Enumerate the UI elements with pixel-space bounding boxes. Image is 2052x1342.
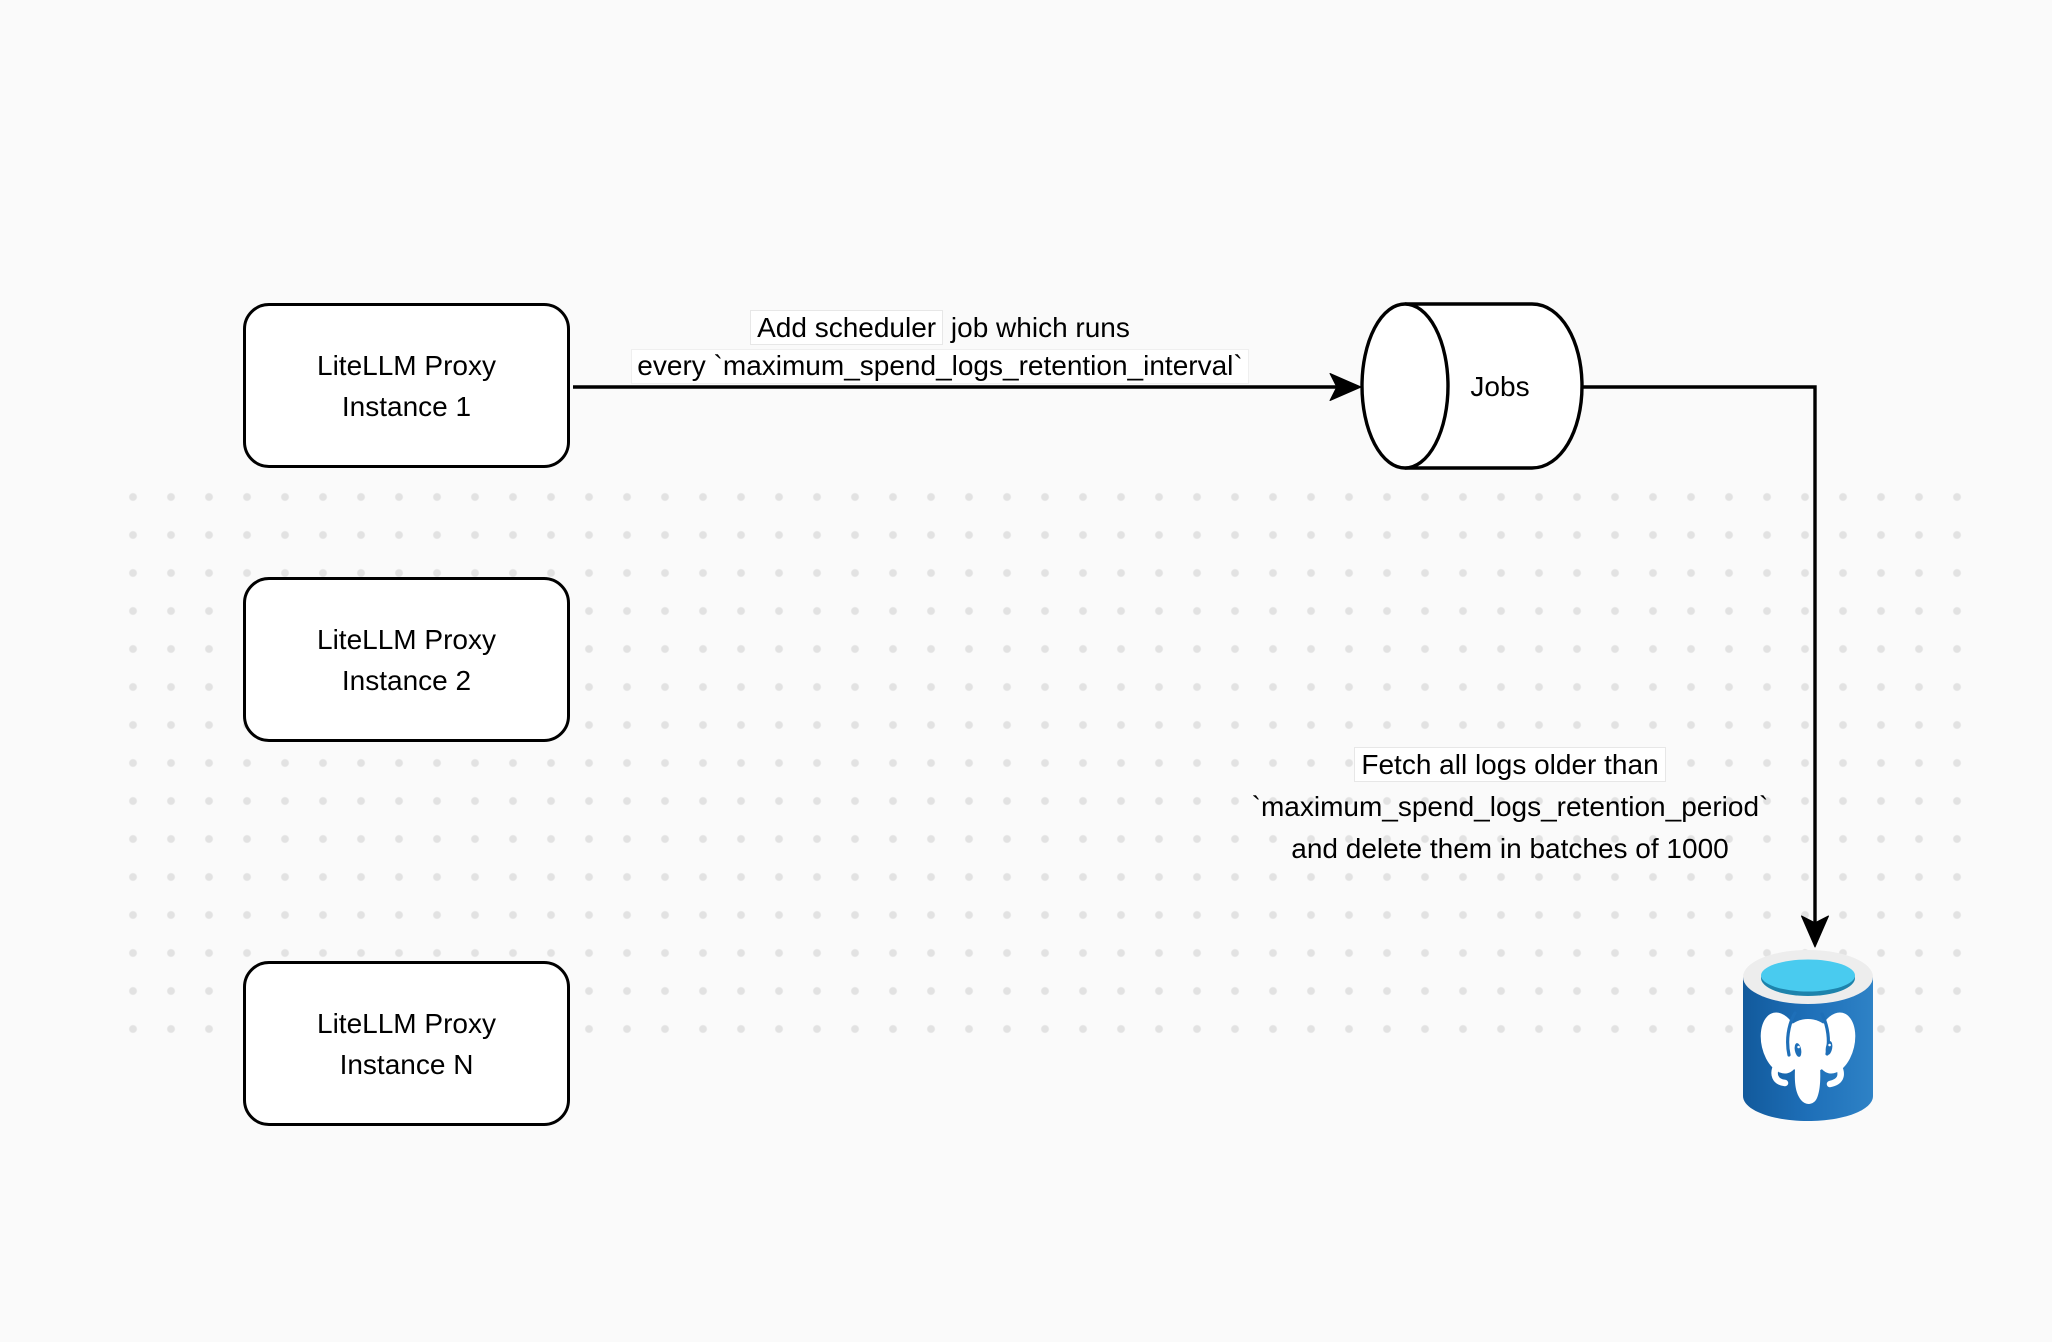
edge-label-scheduler: Add scheduler job which runs every `maxi…: [560, 309, 1320, 385]
edge-label-fetch-line1: Fetch all logs older than: [1160, 744, 1860, 786]
pg-cylinder-inner-cyan: [1761, 959, 1855, 992]
arrowhead-right-icon: [1329, 373, 1362, 401]
node-label-line1: LiteLLM Proxy: [317, 349, 496, 381]
node-label-line1: LiteLLM Proxy: [317, 1007, 496, 1039]
edge-label-scheduler-line2: every `maximum_spend_logs_retention_inte…: [560, 347, 1320, 385]
edge-label-scheduler-line1-rest: job which runs: [943, 312, 1130, 343]
node-label-line2: Instance 1: [341, 390, 472, 422]
node-label-line2: Instance 2: [341, 664, 472, 696]
edge-jobs-to-db-line: [1582, 385, 1817, 925]
pg-elephant-icon: [1760, 1011, 1856, 1104]
dot-grid-background: [114, 478, 1977, 1049]
node-litellm-proxy-instance-1: LiteLLM Proxy Instance 1: [243, 303, 570, 468]
edge-label-fetch: Fetch all logs older than `maximum_spend…: [1160, 744, 1860, 870]
jobs-node-label: Jobs: [1470, 371, 1530, 402]
arrowhead-down-icon: [1801, 915, 1829, 948]
node-label-line1: LiteLLM Proxy: [317, 623, 496, 655]
node-litellm-proxy-instance-2: LiteLLM Proxy Instance 2: [243, 577, 570, 742]
node-litellm-proxy-instance-n: LiteLLM Proxy Instance N: [243, 961, 570, 1126]
jobs-cylinder-shape: [1360, 302, 1584, 470]
edge-label-scheduler-line1: Add scheduler job which runs: [560, 309, 1320, 347]
edge-label-fetch-line2: `maximum_spend_logs_retention_period`: [1251, 791, 1769, 822]
postgresql-database-icon: [1743, 950, 1873, 1121]
node-label-line2: Instance N: [339, 1048, 474, 1080]
edge-label-fetch-line3: and delete them in batches of 1000: [1291, 833, 1729, 864]
edge-label-scheduler-line1-highlight: Add scheduler: [750, 310, 944, 345]
